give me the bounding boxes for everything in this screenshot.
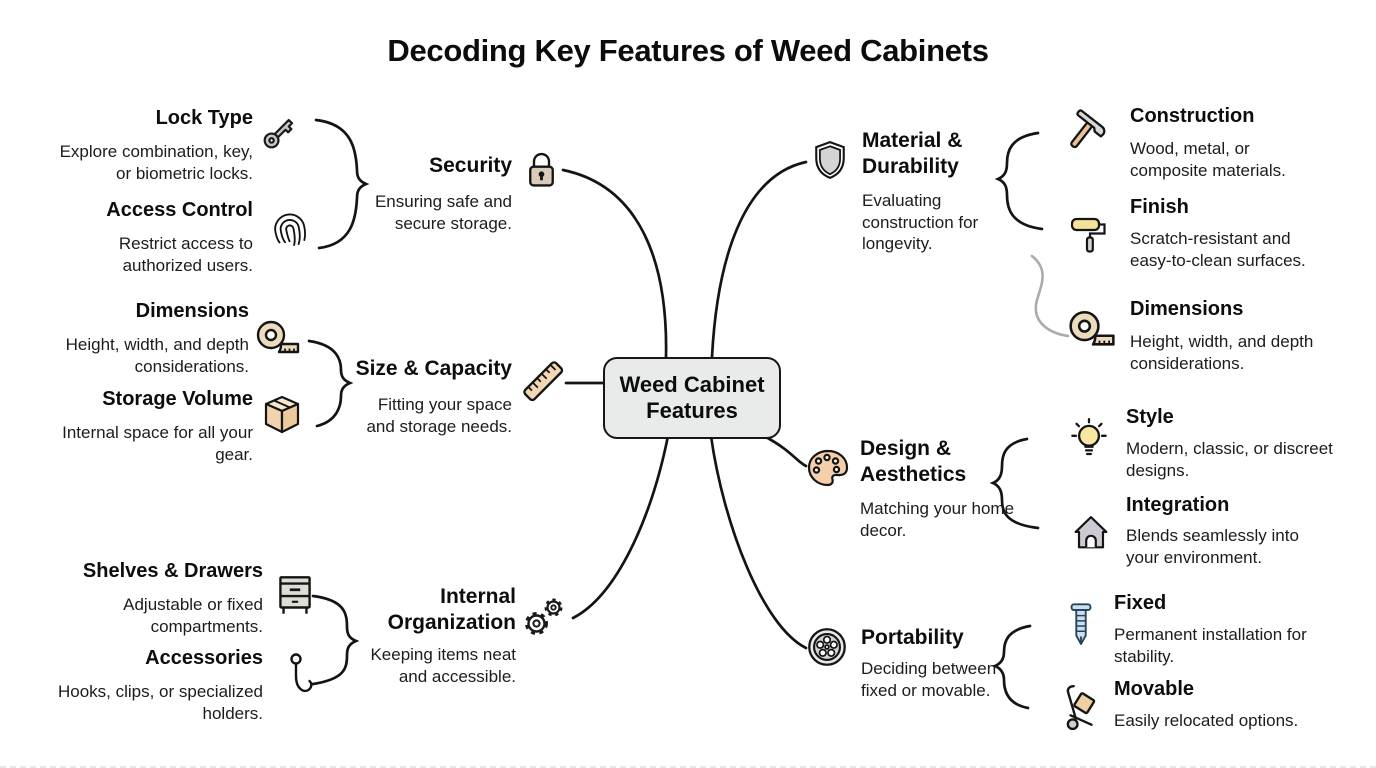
storage-volume-heading: Storage Volume xyxy=(102,388,253,410)
storage-volume-desc: Internal space for all your gear. xyxy=(62,423,253,464)
dimensions-right-desc: Height, width, and depth considerations. xyxy=(1130,332,1314,373)
brace-security xyxy=(314,118,370,250)
tape-measure-icon xyxy=(1066,308,1118,355)
box-icon xyxy=(258,391,306,439)
style-heading: Style xyxy=(1126,406,1174,428)
construction-desc: Wood, metal, or composite materials. xyxy=(1130,139,1286,180)
design-aesthetics-heading: Design & Aesthetics xyxy=(860,437,967,486)
fixed-heading: Fixed xyxy=(1114,592,1167,614)
security-desc: Ensuring safe and secure storage. xyxy=(374,192,512,233)
shelves-drawers-desc: Adjustable or fixed compartments. xyxy=(123,595,263,636)
portability-heading: Portability xyxy=(861,626,964,649)
brace-material xyxy=(994,131,1044,231)
finish-heading: Finish xyxy=(1130,196,1189,218)
fixed-desc: Permanent installation for stability. xyxy=(1114,625,1307,666)
integration-desc: Blends seamlessly into your environment. xyxy=(1126,526,1299,567)
material-durability-desc: Evaluating construction for longevity. xyxy=(862,191,979,253)
integration-heading: Integration xyxy=(1126,494,1230,516)
dimensions-left-desc: Height, width, and depth considerations. xyxy=(65,335,249,376)
center-node: Weed Cabinet Features xyxy=(603,357,781,439)
wheel-icon xyxy=(804,624,850,670)
bottom-edge-divider xyxy=(0,766,1376,768)
accessories-desc: Hooks, clips, or specialized holders. xyxy=(57,682,263,723)
gears-icon xyxy=(520,593,568,641)
dimensions-left-heading: Dimensions xyxy=(135,300,249,322)
movable-desc: Easily relocated options. xyxy=(1114,711,1299,730)
wall-anchor-icon xyxy=(1064,600,1098,654)
hand-truck-icon xyxy=(1056,682,1106,732)
finish-desc: Scratch-resistant and easy-to-clean surf… xyxy=(1130,229,1306,270)
tape-measure-icon xyxy=(254,318,302,362)
lock-type-desc: Explore combination, key, or biometric l… xyxy=(59,142,253,183)
drawers-icon xyxy=(270,570,320,620)
hook-icon xyxy=(285,652,315,704)
connector-portability xyxy=(709,434,808,650)
lock-type-heading: Lock Type xyxy=(155,107,253,129)
security-heading: Security xyxy=(429,154,512,177)
connector-organization xyxy=(571,434,670,620)
access-control-desc: Restrict access to authorized users. xyxy=(118,234,253,275)
size-capacity-desc: Fitting your space and storage needs. xyxy=(366,395,512,436)
internal-organization-heading: Internal Organization xyxy=(387,585,516,634)
ruler-icon xyxy=(518,356,568,406)
hammer-icon xyxy=(1058,108,1108,158)
material-durability-heading: Material & Durability xyxy=(862,129,963,178)
connector-design xyxy=(762,434,808,468)
internal-organization-desc: Keeping items neat and accessible. xyxy=(370,645,516,686)
lightbulb-icon xyxy=(1064,416,1114,466)
brace-portability xyxy=(991,624,1032,710)
style-desc: Modern, classic, or discreet designs. xyxy=(1126,439,1333,480)
fingerprint-icon xyxy=(268,208,312,252)
palette-icon xyxy=(804,444,852,492)
size-capacity-heading: Size & Capacity xyxy=(355,357,512,380)
movable-heading: Movable xyxy=(1114,678,1195,700)
brace-organization xyxy=(311,594,360,686)
portability-desc: Deciding between fixed or movable. xyxy=(861,659,997,700)
accessories-heading: Accessories xyxy=(145,647,263,669)
shelves-drawers-heading: Shelves & Drawers xyxy=(82,560,263,582)
page-title: Decoding Key Features of Weed Cabinets xyxy=(387,33,989,68)
access-control-heading: Access Control xyxy=(106,199,253,221)
shield-icon xyxy=(808,138,852,182)
design-aesthetics-desc: Matching your home decor. xyxy=(860,499,1015,540)
key-icon xyxy=(258,110,302,154)
brace-design xyxy=(989,437,1040,530)
connector-dimensions-gray xyxy=(1030,254,1070,338)
brace-size xyxy=(307,339,354,428)
paint-roller-icon xyxy=(1066,212,1114,260)
connector-material xyxy=(710,160,808,359)
dimensions-right-heading: Dimensions xyxy=(1130,298,1244,320)
connector-security xyxy=(561,168,668,359)
construction-heading: Construction xyxy=(1130,105,1255,127)
house-icon xyxy=(1068,508,1114,554)
lock-icon xyxy=(519,147,564,192)
